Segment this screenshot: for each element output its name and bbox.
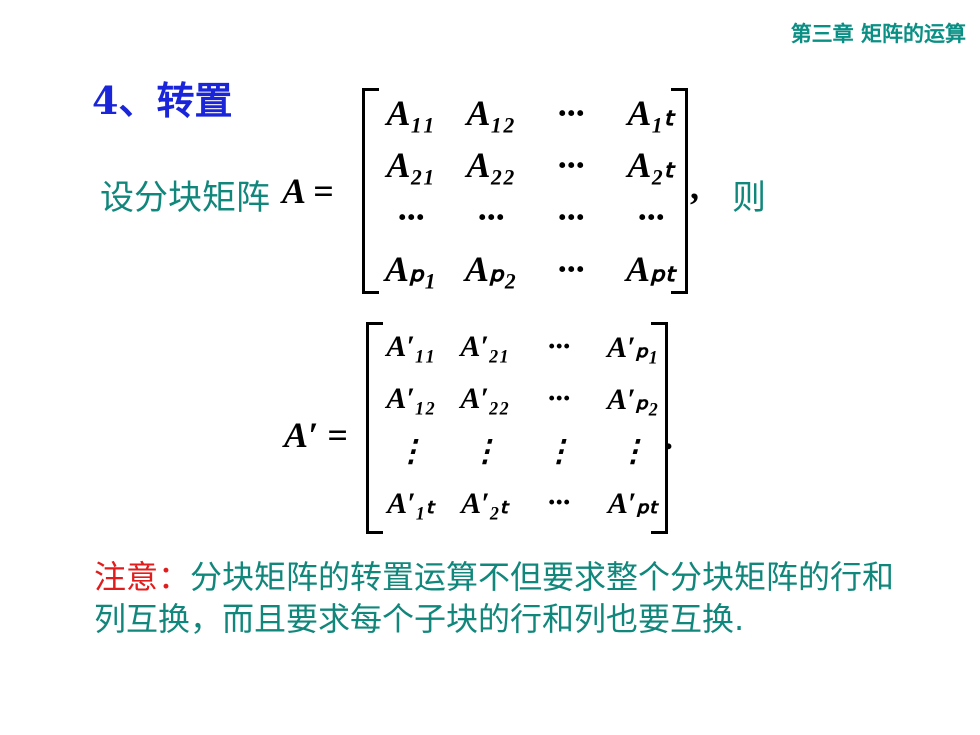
matrix-cell: ··· [637,197,665,237]
matrix-cell: ··· [557,145,585,185]
matrix-cell: ··· [547,486,571,519]
matrix-cell: A₂ₜ [627,145,675,185]
matrix-cell: A₂₁ [386,145,436,185]
matrix-a [362,88,688,294]
matrix-cell: A₁₂ [466,93,516,133]
matrix-cell: ⋮ [470,435,500,468]
matrix-cell: A′ₚₜ [607,487,659,520]
matrix-cell: ⋮ [396,435,426,468]
chapter-header: 第三章 矩阵的运算 [790,22,966,46]
matrix-cell: A′₁₂ [386,382,436,415]
note-text: 分块矩阵的转置运算不但要求整个分块矩阵的行和列互换，而且要求每个子块的行和列也要… [94,558,895,638]
section-title: 4、转置 [92,78,233,123]
matrix-cell: ··· [477,197,505,237]
matrix-cell: ··· [547,330,571,363]
matrix-at-label: A′ = [284,415,348,455]
matrix-cell: A′₂₂ [460,382,510,415]
then-text: 则 [732,178,766,218]
matrix-cell: ··· [397,197,425,237]
matrix-cell: A′₂ₜ [461,487,509,520]
matrix-cell: A′₁ₜ [387,487,435,520]
matrix-cell: Aₚ₁ [385,249,437,289]
matrix-cell: ··· [547,382,571,415]
matrix-cell: A′₁₁ [386,330,436,363]
matrix-cell: A₁₁ [386,93,436,133]
matrix-cell: ⋮ [618,435,648,468]
matrix-cell: ··· [557,93,585,133]
note-paragraph: 注意：分块矩阵的转置运算不但要求整个分块矩阵的行和列互换，而且要求每个子块的行和… [94,556,914,640]
matrix-a-label: A = [282,171,334,211]
matrix-cell: Aₚ₂ [465,249,517,289]
period: . [664,417,673,457]
matrix-cell: A′₂₁ [460,330,510,363]
matrix-cell: ··· [557,249,585,289]
matrix-cell: A′ₚ₁ [607,331,659,364]
note-label: 注意： [94,558,191,596]
matrix-cell: A′ₚ₂ [607,383,659,416]
matrix-at [366,322,668,534]
intro-text: 设分块矩阵 [100,178,270,218]
matrix-cell: ··· [557,197,585,237]
comma: , [690,167,699,207]
matrix-cell: A₂₂ [466,145,516,185]
matrix-cell: Aₚₜ [625,249,677,289]
matrix-cell: ⋮ [544,435,574,468]
matrix-cell: A₁ₜ [627,93,675,133]
